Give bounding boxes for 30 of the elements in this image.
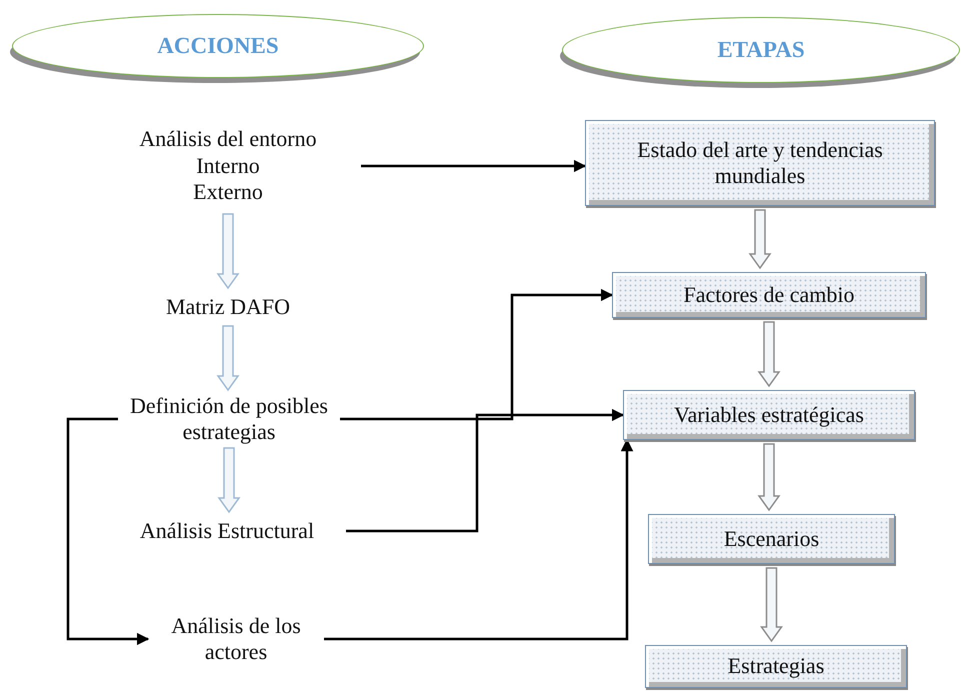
stage-label: Estado del arte y tendencias mundiales xyxy=(636,136,884,190)
stage-box xyxy=(648,514,895,564)
stage-box xyxy=(645,645,907,688)
stage-box xyxy=(623,390,915,440)
connector-arrow xyxy=(66,418,150,646)
heading-text: ACCIONES xyxy=(157,32,279,60)
stage-box xyxy=(585,120,935,206)
block-arrow xyxy=(758,443,780,512)
stage-label: Variables estratégicas xyxy=(674,402,864,428)
connector-arrow xyxy=(361,160,586,172)
block-arrow xyxy=(216,213,240,290)
action-text: Análisis Estructural xyxy=(140,518,314,544)
stage-box xyxy=(612,272,926,318)
block-arrow xyxy=(758,321,780,388)
block-arrow xyxy=(216,325,240,392)
action-text: Análisis del entorno xyxy=(139,126,317,153)
block-arrow xyxy=(748,209,772,270)
action-text: Definición de posibles estrategias xyxy=(129,392,329,446)
block-arrow xyxy=(218,447,240,514)
action-text: Interno xyxy=(196,152,260,180)
action-text: Análisis de los actores xyxy=(170,612,302,666)
stage-label: Escenarios xyxy=(724,526,820,552)
block-arrow xyxy=(760,567,783,642)
connector-arrow xyxy=(346,408,624,532)
stage-label: Estrategias xyxy=(728,653,824,680)
heading-text: ETAPAS xyxy=(717,36,805,64)
action-text: Externo xyxy=(193,179,263,206)
connector-arrow xyxy=(340,288,614,420)
action-text: Matriz DAFO xyxy=(166,294,290,320)
stage-label: Factores de cambio xyxy=(683,282,855,308)
